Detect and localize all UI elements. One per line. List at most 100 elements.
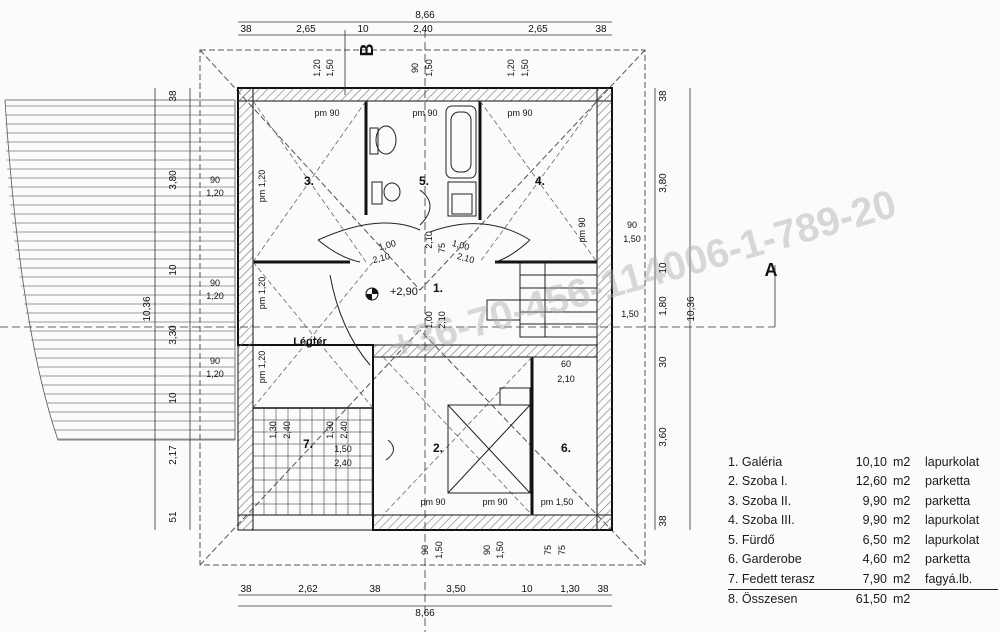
watermark: +36-70-456-114006-1-789-20	[385, 182, 901, 369]
dim-left-seg: 10	[168, 392, 179, 404]
dim-left-total: 10,36	[142, 296, 153, 321]
legend-room-name: 4. Szoba III.	[728, 513, 795, 528]
legend-room-name: 6. Garderobe	[728, 552, 802, 567]
opening-dim: 1,00	[451, 238, 471, 252]
opening-dim: 2,40	[334, 458, 352, 468]
legend-room-name: 3. Szoba II.	[728, 493, 792, 508]
legend-room-area: 10,10	[855, 454, 887, 469]
legend-room-unit: m2	[893, 493, 911, 508]
dim-right-seg: 3,80	[658, 173, 669, 193]
dim-bottom-seg: 1,30	[560, 584, 580, 595]
dim-top-seg: 2,40	[413, 24, 433, 35]
bed	[447, 387, 531, 494]
room-label: 7.	[303, 437, 313, 451]
dim-top-seg: 2,65	[528, 24, 548, 35]
legend-room-material: parketta	[925, 493, 971, 508]
opening-dim: 90	[210, 175, 220, 185]
level-label: +2,90	[390, 286, 418, 298]
opening-dim: 1,50	[434, 541, 444, 559]
bathroom-fixtures	[369, 105, 477, 217]
legend-room-material: lapurkolat	[925, 532, 980, 547]
legend-room-material: lapurkolat	[925, 513, 980, 528]
legend-room-material: fagyá.lb.	[925, 571, 973, 586]
pm-label: pm 1,20	[257, 170, 267, 203]
opening-dim: 2,40	[339, 421, 349, 439]
opening-dim: 1,00	[424, 311, 434, 329]
pm-label: pm 1,20	[257, 277, 267, 310]
dim-left-seg: 10	[168, 264, 179, 276]
dim-left-seg: 2,17	[168, 445, 179, 465]
opening-dim: 2,10	[437, 311, 447, 329]
pm-label: pm 90	[314, 108, 339, 118]
walls	[237, 87, 613, 531]
legend-room-unit: m2	[893, 532, 911, 547]
dim-bottom-seg: 10	[521, 584, 533, 595]
opening-dim: 2,10	[456, 251, 476, 265]
legend-room-unit: m2	[893, 454, 911, 469]
dim-left-seg: 38	[168, 90, 179, 102]
dim-bottom-seg: 2,62	[298, 584, 318, 595]
opening-dim: 1,50	[623, 234, 641, 244]
section-label-a: A	[765, 260, 778, 280]
dim-bottom-seg: 3,50	[446, 584, 466, 595]
opening-dim: 2,10	[371, 251, 391, 265]
pm-label: pm 90	[482, 497, 507, 507]
opening-dim: 75	[557, 545, 567, 555]
legend-room-name: 7. Fedett terasz	[728, 571, 815, 586]
dimension-lines	[0, 21, 776, 632]
opening-dim: 2,10	[557, 374, 575, 384]
legend-room-area: 4,60	[862, 552, 887, 567]
section-label-b: B	[357, 44, 377, 57]
pm-label: pm 90	[577, 217, 587, 242]
room-label: 4.	[535, 174, 545, 188]
pm-label: pm 1,20	[257, 351, 267, 384]
left-roof-slope	[4, 99, 236, 441]
dim-left-seg: 51	[168, 511, 179, 523]
pm-label: pm 90	[507, 108, 532, 118]
dim-right-seg: 38	[658, 90, 669, 102]
dim-left-seg: 3,30	[168, 325, 179, 345]
opening-dim: 1,20	[206, 188, 224, 198]
pm-label: pm 90	[412, 108, 437, 118]
legend-room-area: 7,90	[862, 571, 887, 586]
dim-bottom-total: 8,66	[415, 608, 435, 619]
opening-dim: 1,20	[506, 59, 516, 77]
opening-dim: 1,20	[206, 369, 224, 379]
opening-dim: 90	[627, 220, 637, 230]
legend-room-name: 2. Szoba I.	[728, 474, 788, 489]
legend-room-unit: m2	[893, 571, 911, 586]
room-label: 6.	[561, 441, 571, 455]
opening-dim: 1,30	[268, 421, 278, 439]
dim-left-seg: 3,80	[168, 170, 179, 190]
dim-bottom-seg: 38	[240, 584, 252, 595]
dim-top-seg: 38	[240, 24, 252, 35]
opening-dim: 90	[410, 63, 420, 73]
legend-room-material: parketta	[925, 474, 971, 489]
pm-label: pm 1,50	[541, 497, 574, 507]
opening-dim: 1,50	[520, 59, 530, 77]
dim-right-seg: 30	[658, 356, 669, 368]
legend-room-material: parketta	[925, 552, 971, 567]
opening-dim: 1,50	[334, 444, 352, 454]
room-label: 1.	[433, 281, 443, 295]
opening-dim: 2,10	[424, 231, 434, 249]
opening-dim: 60	[561, 359, 571, 369]
legend-room-area: 9,90	[862, 513, 887, 528]
dim-right-seg: 3,60	[658, 427, 669, 447]
legend-room-material: lapurkolat	[925, 454, 980, 469]
opening-dim: 1,00	[377, 238, 397, 252]
opening-dim: 75	[543, 545, 553, 555]
dim-right-total: 10,36	[686, 296, 697, 321]
opening-dim: 90	[420, 545, 430, 555]
opening-dim: 1,50	[495, 541, 505, 559]
opening-dim: 1,30	[325, 421, 335, 439]
dim-top-total: 8,66	[415, 10, 435, 21]
legend-room-unit: m2	[893, 592, 911, 607]
